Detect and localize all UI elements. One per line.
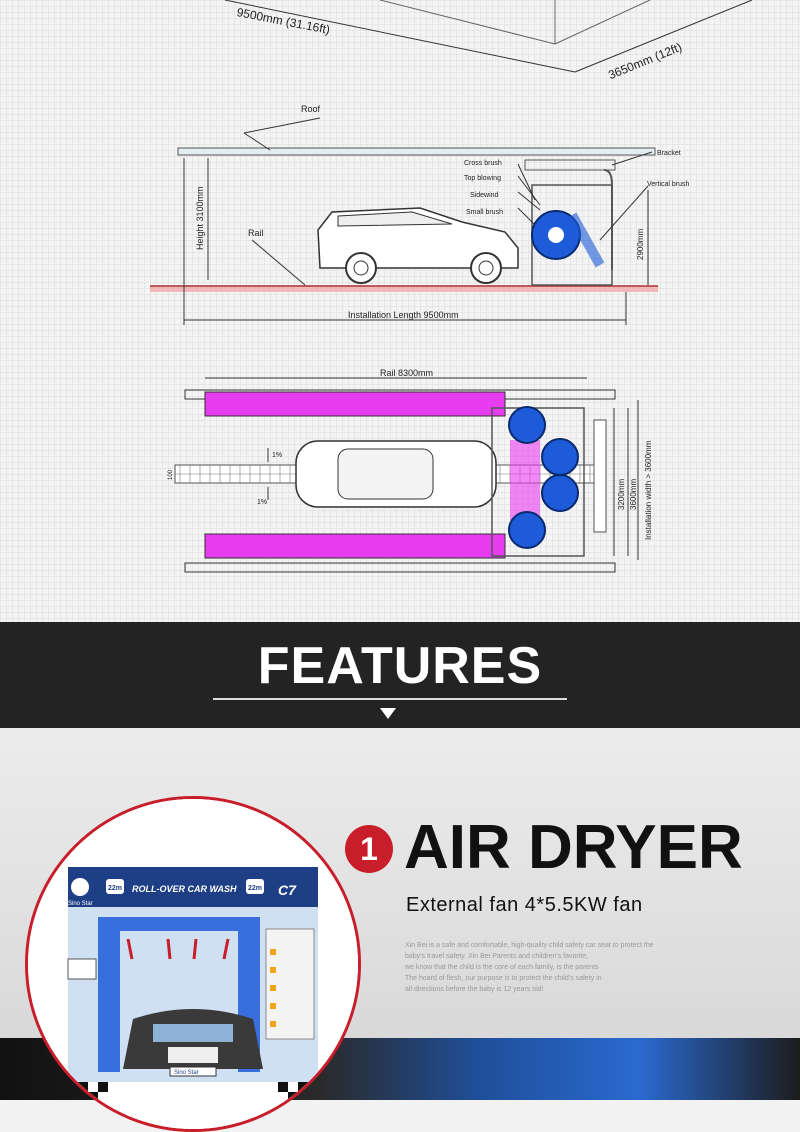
badge-left [106,879,124,894]
feature-description: Xin Bei is a safe and comfortable, high-… [405,940,685,995]
feature-number-badge: 1 [345,825,393,873]
label-top-blowing: Top blowing [464,175,501,182]
features-title: FEATURES [257,637,543,695]
roof-leader [243,117,321,134]
car-grille [168,1047,218,1063]
brand-name: Sino Star [68,901,93,907]
label-small-brush: Small brush [466,209,503,216]
badge-right [246,879,264,894]
rail-top [204,391,506,417]
machine-banner-text: ROLL-OVER CAR WASH [132,884,237,894]
label-height: Height 3100mm [195,186,205,250]
technical-drawing: Roof Bracket Cross brush Top blowing Sid… [0,0,800,622]
roof-leader [243,132,271,151]
license-plate [169,1066,217,1077]
description-line: all directions before the baby is 12 yea… [405,986,544,993]
machine-side-view [517,151,653,286]
machine-plan-view [491,400,639,560]
control-screen [67,958,97,980]
outline-line [554,0,651,45]
product-image-circle: Sino Star 22m ROLL-OVER CAR WASH 22m C7 … [25,796,361,1132]
feature-subtitle: External fan 4*5.5KW fan [406,894,643,916]
features-header: FEATURES [0,622,800,728]
left-vertical-brush [98,917,120,1072]
label-rail-length: Rail 8300mm [380,368,433,378]
label-bracket: Bracket [657,150,681,157]
rail-leader [251,239,306,286]
roof-slab [177,147,656,156]
label-rail-width: 100 [168,469,174,480]
down-arrow-icon [380,708,396,719]
label-slope-top: 1% [272,452,282,459]
description-line: baby's travel safety. Xin Bei Parents an… [405,953,589,960]
brand-logo-icon [71,878,89,896]
label-cross-brush: Cross brush [464,160,502,167]
feature-title: AIR DRYER [404,813,743,882]
info-sign [265,928,315,1040]
label-roof: Roof [301,104,321,114]
badge-left-text: 22m [108,885,122,892]
license-plate-text: Sino Star [174,1070,199,1076]
car-wash-machine-illustration: Sino Star 22m ROLL-OVER CAR WASH 22m C7 … [28,799,358,1129]
info-sign-icons [270,949,276,1027]
drawing-svg: Roof Bracket Cross brush Top blowing Sid… [150,0,753,573]
label-machine-height: 2900mm [636,229,645,260]
label-vertical-brush: Vertical brush [647,181,690,188]
rail-bottom [204,533,506,559]
label-slope-bottom: 1% [257,499,267,506]
features-underline [213,698,567,700]
car-side-view [317,207,519,284]
car-windshield [153,1024,233,1042]
badge-right-text: 22m [248,885,262,892]
car-top-view [295,440,497,508]
label-install-length: Installation Length 9500mm [348,310,459,320]
description-line: we know that the child is the core of ea… [405,964,599,971]
ground-hatch [150,286,658,292]
label-sidewind: Sidewind [470,192,499,199]
dim-line-length [224,0,576,73]
label-width-3600: 3600mm [629,479,638,510]
description-line: Xin Bei is a safe and comfortable, high-… [405,942,654,949]
label-rail: Rail [248,228,264,238]
outline-line [379,0,556,45]
description-line: The hoard of flesh, our purpose is to pr… [405,975,602,982]
top-brush [120,917,238,931]
dim-line-width [574,0,753,73]
label-width-3200: 3200mm [617,479,626,510]
air-flow-arrows-icon [126,938,230,960]
model-label: C7 [278,882,297,898]
bottom-wall-line [184,562,616,573]
label-install-width: Installation width > 3600mm [644,440,653,540]
